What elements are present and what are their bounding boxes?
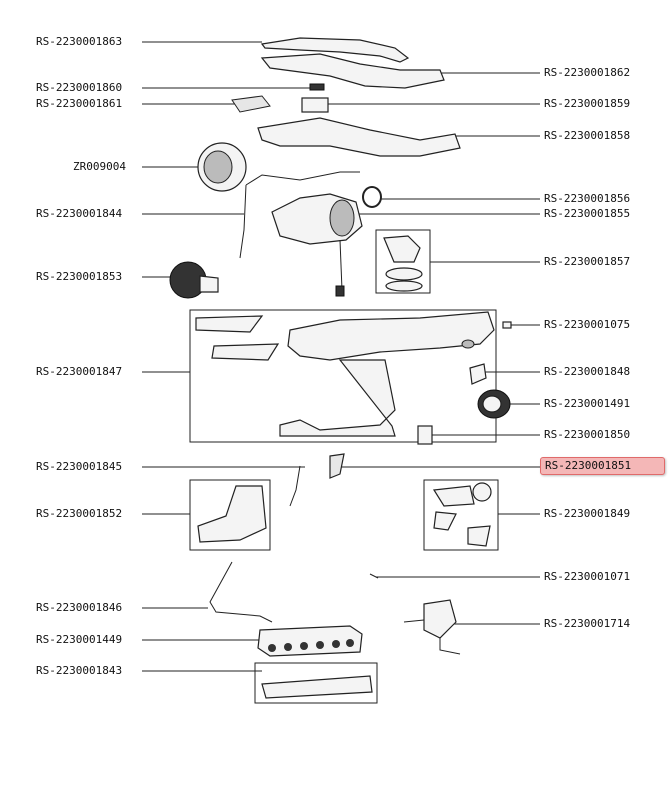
- part-label[interactable]: RS-2230001852: [36, 507, 123, 520]
- handle-grip-part: [279, 359, 396, 437]
- small-clip-part: [309, 83, 325, 91]
- switch-part: [301, 97, 329, 113]
- part-label[interactable]: RS-2230001856: [544, 192, 631, 205]
- o-ring-part: [362, 186, 382, 208]
- part-label[interactable]: RS-2230001860: [36, 81, 123, 94]
- leader-lines: [142, 41, 540, 672]
- part-label[interactable]: RS-2230001491: [544, 397, 631, 410]
- button-1851-part: [329, 453, 345, 479]
- upper-housing-part: [257, 117, 461, 157]
- part-label[interactable]: RS-2230001849: [544, 507, 631, 520]
- part-label[interactable]: RS-2230001847: [36, 365, 123, 378]
- cover-frame-part: [260, 53, 445, 89]
- handle-body-part: [287, 311, 495, 361]
- part-label[interactable]: RS-2230001846: [36, 601, 123, 614]
- part-label[interactable]: RS-2230001449: [36, 633, 123, 646]
- part-label[interactable]: RS-2230001848: [544, 365, 631, 378]
- part-label[interactable]: RS-2230001844: [36, 207, 123, 220]
- part-label[interactable]: RS-2230001858: [544, 129, 631, 142]
- charger-part: [423, 599, 457, 639]
- part-label[interactable]: RS-2230001075: [544, 318, 631, 331]
- cable-part: [239, 171, 360, 259]
- pad-part: [231, 95, 271, 113]
- box-1857: [375, 229, 431, 294]
- part-label[interactable]: RS-2230001714: [544, 617, 631, 630]
- latch-part: [469, 363, 487, 385]
- part-label[interactable]: RS-2230001857: [544, 255, 631, 268]
- box-1843: [254, 662, 378, 704]
- part-label[interactable]: ZR009004: [73, 160, 126, 173]
- spring-part: [369, 573, 379, 579]
- top-cover-part: [260, 37, 410, 63]
- wire-part: [289, 465, 301, 507]
- part-label[interactable]: RS-2230001861: [36, 97, 123, 110]
- screw-part: [502, 321, 512, 329]
- part-label[interactable]: RS-2230001850: [544, 428, 631, 441]
- handle-upper-part: [195, 315, 264, 333]
- bracket-part: [417, 425, 433, 445]
- part-label[interactable]: RS-2230001862: [544, 66, 631, 79]
- part-label[interactable]: RS-2230001863: [36, 35, 123, 48]
- battery-tray-part: [261, 675, 373, 699]
- cyclone-part: [383, 235, 421, 263]
- box-1849: [423, 479, 499, 551]
- wire-harness-part: [209, 561, 273, 623]
- nozzle-part: [432, 485, 475, 507]
- part-label[interactable]: RS-2230001843: [36, 664, 123, 677]
- part-label[interactable]: RS-2230001853: [36, 270, 123, 283]
- part-label[interactable]: RS-2230001071: [544, 570, 631, 583]
- part-label-selected[interactable]: RS-2230001851: [540, 457, 665, 475]
- part-label[interactable]: RS-2230001845: [36, 460, 123, 473]
- box-handle-group: [189, 309, 497, 443]
- part-label[interactable]: RS-2230001855: [544, 207, 631, 220]
- battery-pack-part: [257, 625, 363, 657]
- part-label[interactable]: RS-2230001859: [544, 97, 631, 110]
- box-1852: [189, 479, 271, 551]
- trigger-part: [197, 485, 267, 543]
